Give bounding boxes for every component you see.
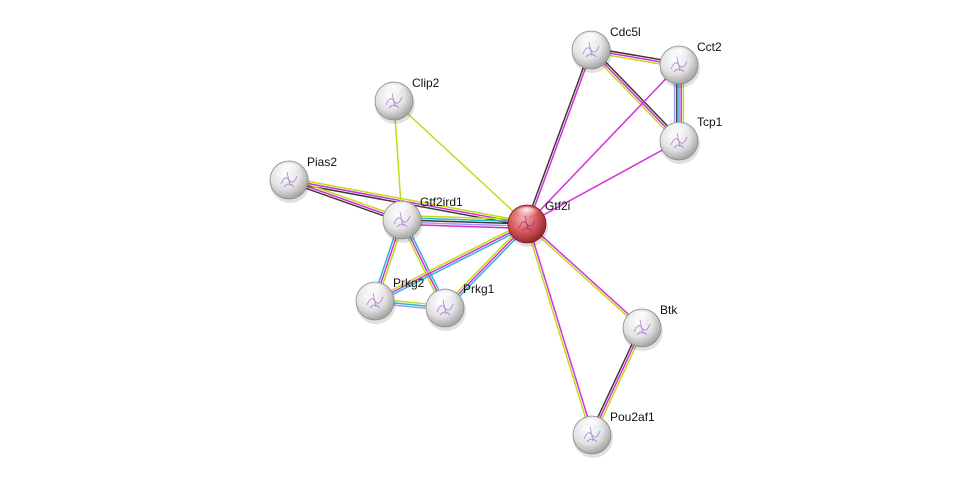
edge-line-yellow — [289, 177, 528, 223]
node-clip2[interactable]: Clip2 — [374, 76, 440, 124]
edge-pias2-gtf2ird1[interactable] — [288, 177, 403, 223]
node-label: Prkg2 — [393, 276, 425, 290]
node-prkg2[interactable]: Prkg2 — [355, 276, 425, 324]
edge-line-yellow — [588, 51, 678, 144]
edge-cct2-gtf2i[interactable] — [526, 64, 680, 225]
node-highlight — [277, 163, 301, 177]
edge-line-yellow — [289, 177, 403, 219]
edge-clip2-gtf2i[interactable] — [393, 100, 528, 225]
edge-line-magenta — [401, 223, 527, 230]
edge-line-yellow — [593, 328, 645, 437]
edge-line-magenta — [444, 223, 528, 309]
edge-cdc5l-tcp1[interactable] — [588, 47, 682, 144]
node-label: Pou2af1 — [610, 410, 655, 424]
node-highlight — [580, 418, 604, 432]
node-highlight — [515, 207, 539, 221]
node-pou2af1[interactable]: Pou2af1 — [572, 410, 655, 458]
node-highlight — [390, 203, 414, 217]
edge-btk-pou2af1[interactable] — [589, 326, 645, 437]
edge-line-yellow — [393, 100, 528, 225]
edge-line-magenta — [527, 223, 594, 435]
node-highlight — [382, 84, 406, 98]
edge-gtf2i-btk[interactable] — [525, 222, 644, 330]
node-pias2[interactable]: Pias2 — [269, 155, 337, 203]
edge-line-yellow — [525, 224, 592, 436]
node-cct2[interactable]: Cct2 — [659, 40, 722, 88]
node-label: Cct2 — [697, 40, 722, 54]
edges-layer — [288, 47, 685, 437]
edge-line-black — [401, 219, 528, 225]
node-highlight — [630, 311, 654, 325]
edge-prkg1-gtf2i[interactable] — [442, 221, 530, 311]
edge-cdc5l-gtf2i[interactable] — [525, 49, 593, 225]
node-label: Gtf2ird1 — [420, 195, 463, 209]
edge-prkg2-gtf2i[interactable] — [373, 221, 529, 304]
node-prkg1[interactable]: Prkg1 — [425, 282, 495, 331]
node-label: Tcp1 — [697, 115, 723, 129]
edge-line-yellow — [442, 221, 526, 307]
node-label: Clip2 — [412, 76, 440, 90]
edge-line-black — [288, 181, 402, 223]
node-label: Cdc5l — [610, 25, 641, 39]
node-highlight — [433, 291, 457, 305]
edge-line-lavender — [401, 221, 527, 227]
node-label: Pias2 — [307, 155, 337, 169]
edge-line-magenta — [527, 222, 644, 328]
edge-tcp1-gtf2i[interactable] — [526, 140, 680, 225]
edge-line-magenta — [591, 327, 643, 436]
edge-line-magenta — [374, 223, 528, 302]
edge-line-magenta — [527, 50, 593, 225]
edge-line-yellow — [525, 224, 642, 330]
edge-line-magenta — [288, 179, 403, 221]
node-highlight — [363, 284, 387, 298]
edge-gtf2ird1-gtf2i[interactable] — [401, 214, 528, 230]
node-btk[interactable]: Btk — [622, 303, 678, 351]
edge-line-yellow — [402, 214, 528, 221]
edge-line-black — [525, 49, 591, 224]
node-highlight — [579, 33, 603, 47]
node-label: Prkg1 — [463, 282, 495, 296]
edge-line-cyan — [446, 225, 530, 311]
node-cdc5l[interactable]: Cdc5l — [571, 25, 641, 73]
node-gtf2ird1[interactable]: Gtf2ird1 — [382, 195, 463, 243]
node-tcp1[interactable]: Tcp1 — [659, 115, 723, 164]
node-highlight — [667, 48, 691, 62]
edge-line-magenta — [526, 140, 680, 225]
edge-line-cyan — [375, 225, 529, 304]
edge-gtf2i-pou2af1[interactable] — [525, 223, 594, 436]
edge-line-magenta — [526, 64, 680, 225]
edge-line-yellow — [393, 100, 403, 221]
edge-line-magenta — [590, 49, 680, 142]
node-label: Btk — [660, 303, 678, 317]
node-label: Gtf2i — [545, 199, 570, 213]
edge-line-yellow — [373, 221, 527, 300]
edge-clip2-gtf2ird1[interactable] — [393, 100, 403, 221]
node-gtf2i[interactable]: Gtf2i — [507, 199, 570, 247]
edge-line-cyan — [402, 217, 528, 223]
edge-line-black — [589, 326, 641, 435]
edge-line-black — [592, 47, 682, 140]
node-highlight — [667, 124, 691, 138]
